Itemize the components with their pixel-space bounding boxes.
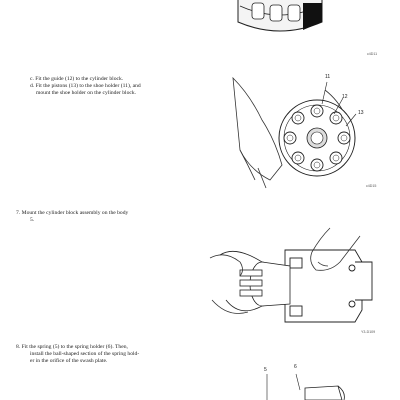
figure-code: c4D11 bbox=[367, 52, 378, 56]
cylinder-block-assembly bbox=[219, 250, 291, 312]
cylinder-block-rotor bbox=[278, 99, 356, 177]
step-d-line-2: mount the shoe holder on the cylinder bl… bbox=[36, 90, 137, 96]
figure-code: c4D15 bbox=[366, 184, 377, 188]
hand-drawing bbox=[232, 76, 346, 189]
callout-11: 11 bbox=[325, 74, 331, 80]
step-7-line-2: 5. bbox=[30, 217, 35, 223]
pump-body-drawing bbox=[284, 249, 373, 323]
hands-drawing bbox=[209, 227, 361, 314]
step-c-line: c. Fit the guide (12) to the cylinder bl… bbox=[30, 76, 124, 82]
cylinder-block-drawing bbox=[237, 0, 323, 32]
callout-13: 13 bbox=[358, 110, 364, 116]
step-8-line-2: install the ball-shaped section of the s… bbox=[30, 351, 140, 357]
step-8-text: 8. Fit the spring (5) to the spring hold… bbox=[16, 344, 139, 365]
step-d-line-1: d. Fit the pistons (13) to the shoe hold… bbox=[30, 83, 141, 89]
callout-12: 12 bbox=[342, 94, 348, 100]
callout-6: 6 bbox=[294, 364, 297, 370]
callout-5: 5 bbox=[264, 367, 267, 373]
step-c-text: c. Fit the guide (12) to the cylinder bl… bbox=[30, 76, 141, 97]
step-7-text: 7. Mount the cylinder block assembly on … bbox=[16, 210, 128, 224]
step-7-line-1: 7. Mount the cylinder block assembly on … bbox=[16, 210, 129, 216]
callout-leader-lines bbox=[321, 81, 357, 127]
step-8-line-3: er in the orifice of the swash plate. bbox=[30, 358, 108, 364]
step-8-line-1: 8. Fit the spring (5) to the spring hold… bbox=[16, 344, 128, 350]
spring-holder-drawing bbox=[304, 385, 345, 400]
callout-leader-lines bbox=[266, 373, 301, 400]
figure-code: Y3-D109 bbox=[361, 330, 376, 334]
